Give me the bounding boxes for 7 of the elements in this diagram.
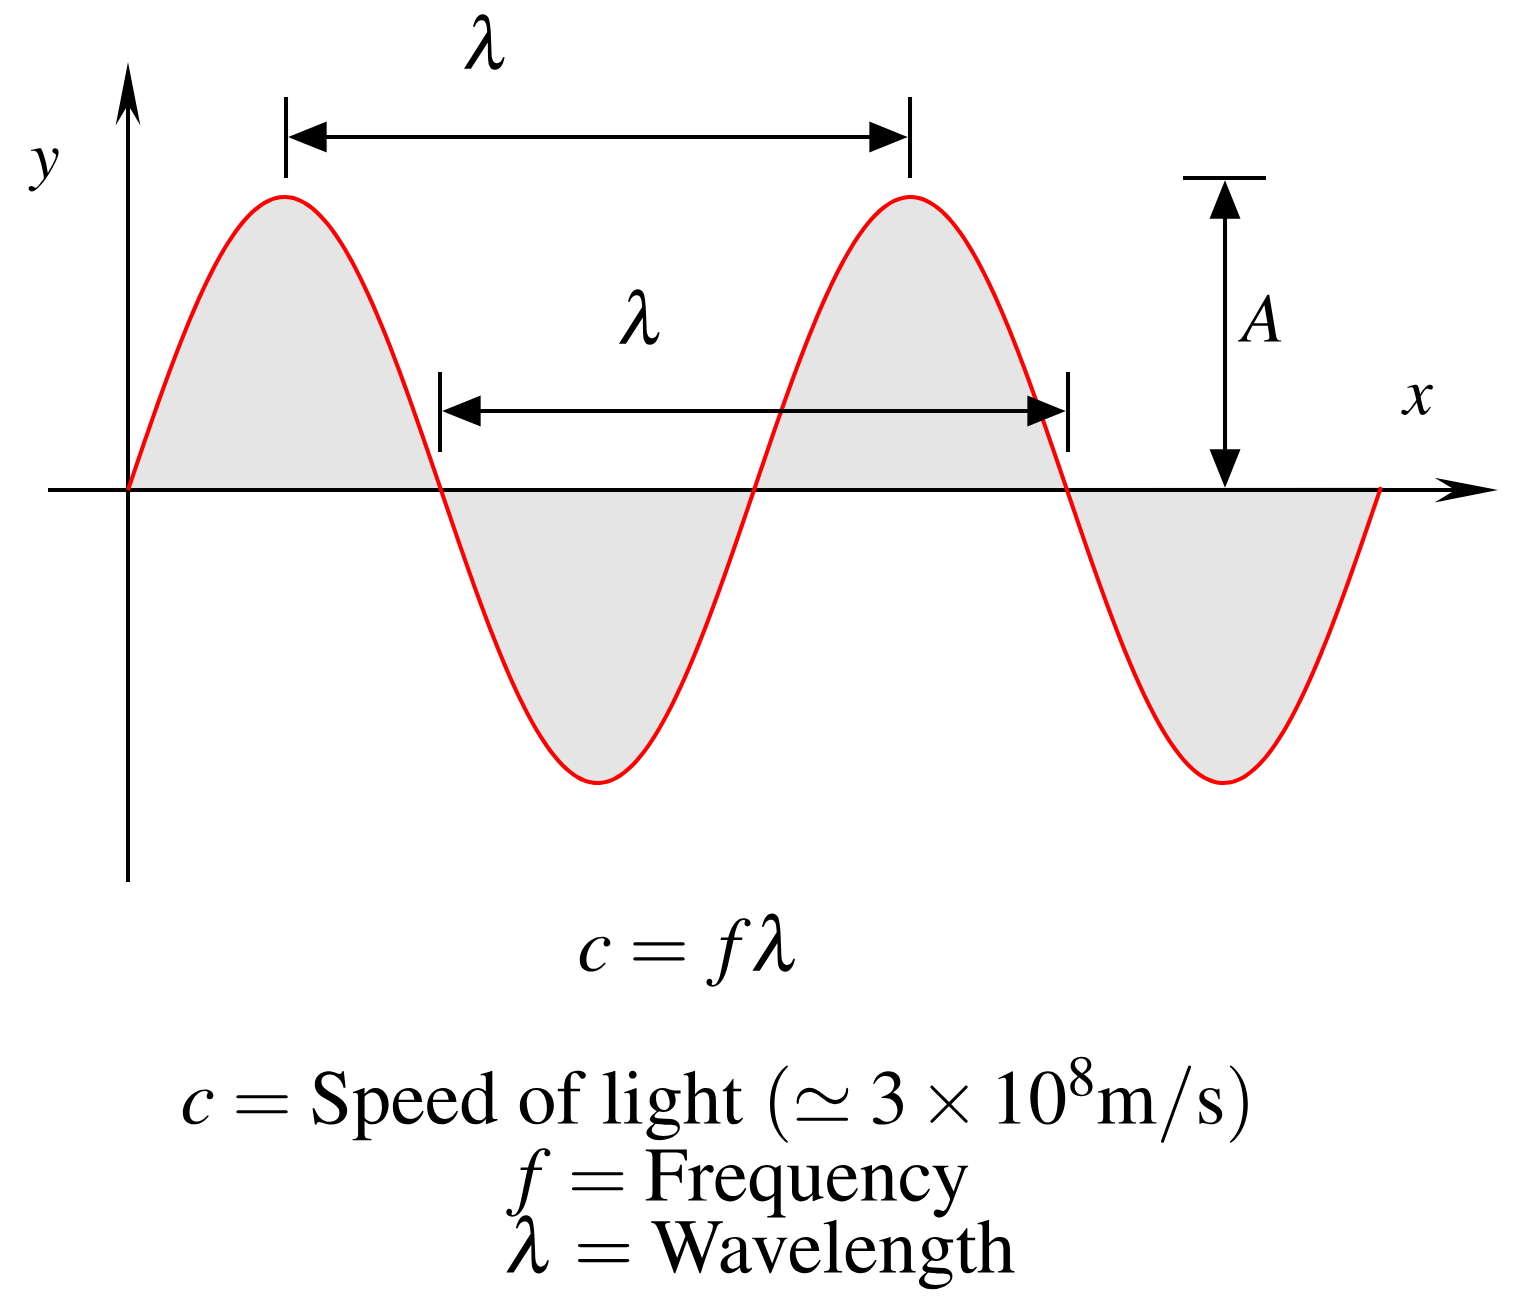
- wavelength-label: $\lambda$: [618, 289, 660, 345]
- wavelength-label: $\lambda$: [463, 14, 505, 70]
- formula: $c = \mathrm{Speed\ of\ light}\ (\simeq 3\times 10^{8}\mathrm{m/s})$: [182, 1056, 1248, 1143]
- formula: $c = f\lambda$: [579, 913, 795, 987]
- amplitude-label: $A$: [1237, 294, 1282, 342]
- axis-label: $y$: [28, 148, 59, 192]
- axis-label: $x$: [1401, 384, 1433, 415]
